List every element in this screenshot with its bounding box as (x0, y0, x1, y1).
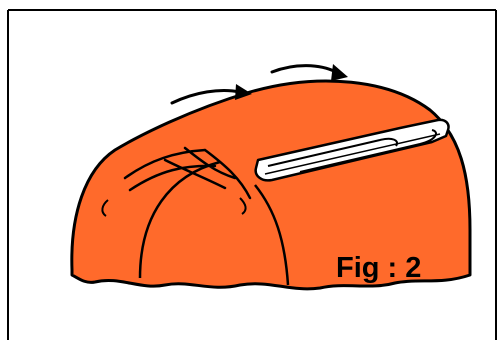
figure-label: Fig : 2 (336, 254, 421, 283)
arrow-right-icon (272, 64, 348, 81)
